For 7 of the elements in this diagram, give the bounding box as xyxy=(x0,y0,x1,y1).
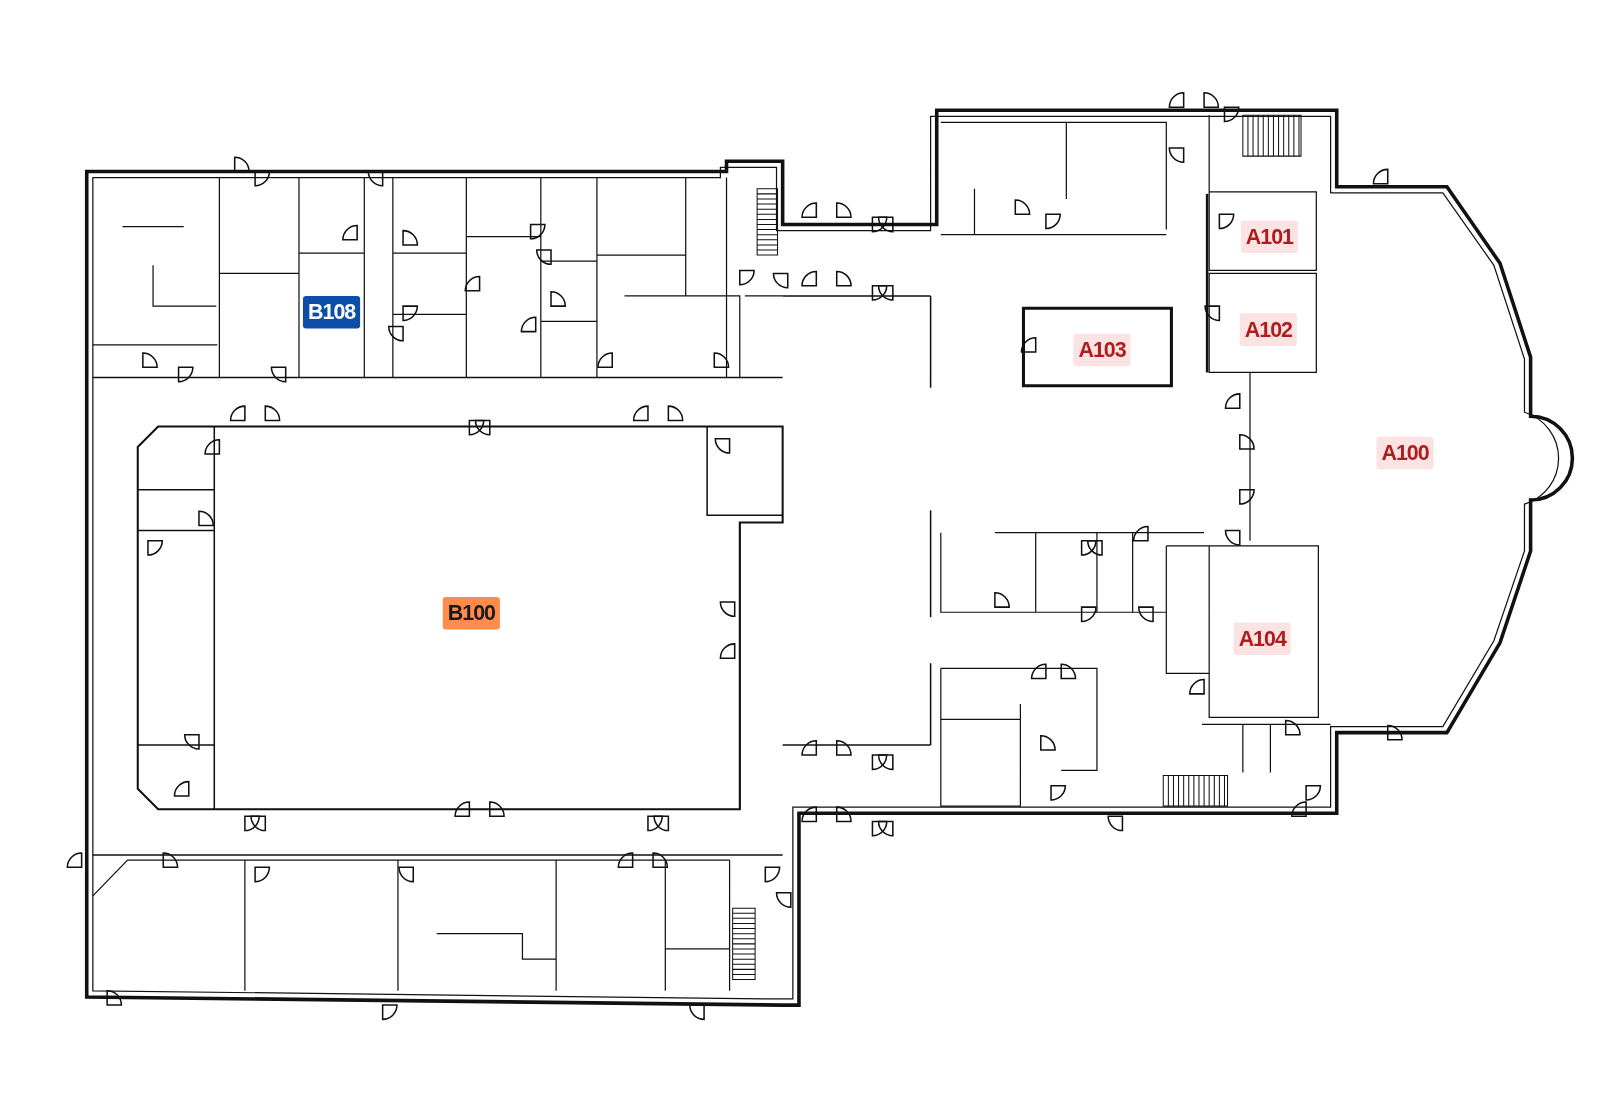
room-label: A101 xyxy=(1240,220,1299,254)
room-label: B108 xyxy=(302,295,361,329)
room-label: A102 xyxy=(1239,313,1298,346)
room-label: A100 xyxy=(1376,436,1434,470)
room-label: B100 xyxy=(442,596,501,630)
room-label: A103 xyxy=(1073,333,1131,367)
room-label: A104 xyxy=(1233,622,1291,656)
